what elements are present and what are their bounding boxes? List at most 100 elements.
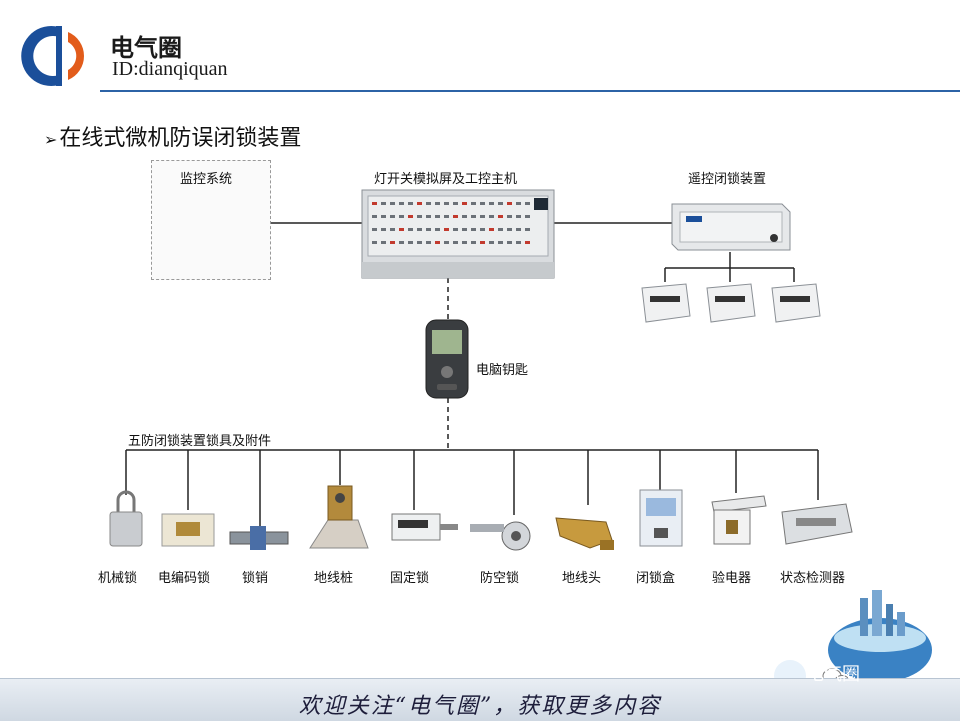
panel-lamp xyxy=(390,202,395,205)
panel-lamp xyxy=(399,241,404,244)
panel-lamp xyxy=(435,241,440,244)
panel-lamp xyxy=(507,215,512,218)
panel-lamp xyxy=(426,228,431,231)
footer-text: 欢迎关注“电气圈”，获取更多内容 xyxy=(298,694,662,719)
watermark-text: 电气圈 xyxy=(806,664,860,685)
panel-lamp xyxy=(444,202,449,205)
panel-lamp xyxy=(471,215,476,218)
panel-lamp xyxy=(408,202,413,205)
device-label: 固定锁 xyxy=(390,571,430,586)
page-title: ➢在线式微机防误闭锁装置 xyxy=(44,120,301,152)
device-label: 电编码锁 xyxy=(158,571,211,586)
monitor-system-box xyxy=(151,160,271,280)
panel-lamp xyxy=(489,228,494,231)
page-title-text: 在线式微机防误闭锁装置 xyxy=(59,126,302,151)
panel-lamp xyxy=(426,215,431,218)
lock-pin-icon xyxy=(229,526,289,550)
panel-lamp xyxy=(390,215,395,218)
lock-group-label: 五防闭锁装置锁具及附件 xyxy=(128,434,272,449)
panel-lamp xyxy=(435,202,440,205)
panel-lamp xyxy=(462,215,467,218)
computer-key-label: 电脑钥匙 xyxy=(476,363,529,378)
panel-lamp xyxy=(525,228,530,231)
device-label: 地线头 xyxy=(562,571,602,586)
panel-lamp xyxy=(525,241,530,244)
simulation-panel-label: 灯开关模拟屏及工控主机 xyxy=(374,172,518,187)
connector-lines xyxy=(125,222,819,530)
panel-lamp xyxy=(525,215,530,218)
panel-lamp xyxy=(444,241,449,244)
grounding-stake-icon xyxy=(309,485,369,549)
panel-lamp xyxy=(399,202,404,205)
panel-lamp xyxy=(453,202,458,205)
device-label: 防空锁 xyxy=(480,571,520,586)
remote-lock-label: 遥控闭锁装置 xyxy=(688,172,767,187)
panel-lamp xyxy=(372,241,377,244)
panel-lamp xyxy=(480,241,485,244)
panel-lamp xyxy=(516,202,521,205)
panel-lamp xyxy=(408,228,413,231)
panel-lamp xyxy=(489,241,494,244)
panel-lamp xyxy=(507,228,512,231)
panel-lamp xyxy=(390,228,395,231)
brand-title: 电气圈 xyxy=(110,34,182,62)
panel-lamp xyxy=(417,241,422,244)
panel-lamp xyxy=(507,202,512,205)
panel-lamp xyxy=(381,241,386,244)
device-label: 验电器 xyxy=(712,571,752,586)
panel-lamp xyxy=(444,215,449,218)
panel-lamp xyxy=(426,241,431,244)
panel-lamp xyxy=(372,202,377,205)
lock-unit-icon xyxy=(641,283,821,323)
panel-lamp xyxy=(489,202,494,205)
brand-logo-icon xyxy=(21,26,85,87)
voltage-tester-icon xyxy=(711,495,767,545)
monitor-system-label: 监控系统 xyxy=(180,172,233,187)
panel-lamp xyxy=(462,228,467,231)
panel-lamp xyxy=(399,228,404,231)
status-detector-icon xyxy=(781,503,853,545)
mechanical-lock-icon xyxy=(109,490,143,547)
bullet-arrow-icon: ➢ xyxy=(44,130,58,149)
panel-lamp xyxy=(426,202,431,205)
panel-lamp xyxy=(444,228,449,231)
device-label: 状态检测器 xyxy=(780,571,846,586)
panel-lamp xyxy=(453,228,458,231)
panel-lamp xyxy=(381,215,386,218)
panel-lamp xyxy=(435,215,440,218)
panel-lamp xyxy=(516,241,521,244)
brand-id: ID:dianqiquan xyxy=(112,58,228,80)
panel-lamp xyxy=(408,241,413,244)
electric-code-lock-icon xyxy=(161,513,215,547)
panel-lamp xyxy=(480,215,485,218)
panel-lamp xyxy=(471,228,476,231)
panel-lamp xyxy=(453,215,458,218)
grounding-head-icon xyxy=(555,517,614,550)
panel-lamp xyxy=(489,215,494,218)
panel-lamp xyxy=(417,215,422,218)
simulation-panel-icon xyxy=(361,189,555,279)
panel-lamp xyxy=(471,202,476,205)
panel-lamps xyxy=(372,202,530,244)
panel-lamp xyxy=(399,215,404,218)
panel-lamp xyxy=(471,241,476,244)
remote-lock-host-icon xyxy=(671,203,791,251)
panel-lamp xyxy=(525,202,530,205)
computer-key-icon xyxy=(425,319,469,399)
panel-lamp xyxy=(462,202,467,205)
panel-lamp xyxy=(498,215,503,218)
panel-lamp xyxy=(498,202,503,205)
fixed-lock-icon xyxy=(391,513,458,541)
device-label: 地线桩 xyxy=(314,571,354,586)
panel-lamp xyxy=(390,241,395,244)
anti-empty-lock-icon xyxy=(470,521,531,551)
device-label: 闭锁盒 xyxy=(636,571,676,586)
panel-lamp xyxy=(435,228,440,231)
panel-lamp xyxy=(453,241,458,244)
panel-lamp xyxy=(381,202,386,205)
device-label: 锁销 xyxy=(242,571,269,586)
panel-lamp xyxy=(462,241,467,244)
panel-lamp xyxy=(417,228,422,231)
panel-lamp xyxy=(372,215,377,218)
panel-lamp xyxy=(480,202,485,205)
